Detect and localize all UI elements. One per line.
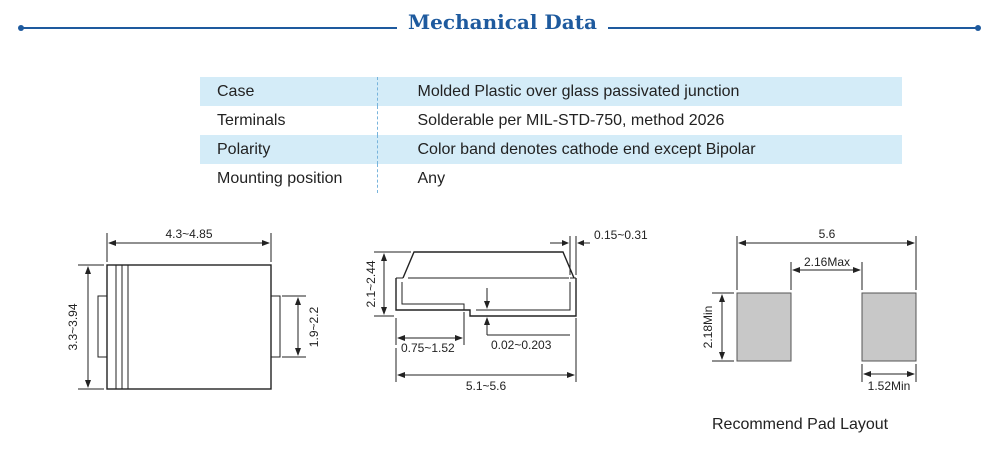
header-rule-left xyxy=(20,27,397,29)
row-value: Any xyxy=(417,169,446,187)
mechanical-data-table: Case Molded Plastic over glass passivate… xyxy=(200,77,902,193)
arrowhead xyxy=(484,301,490,309)
lead-outer xyxy=(395,278,577,317)
row-value: Molded Plastic over glass passivated jun… xyxy=(377,77,902,106)
arrowhead xyxy=(85,266,91,274)
arrowhead xyxy=(295,348,301,356)
arrowhead xyxy=(108,240,116,246)
dim-width-label: 4.3~4.85 xyxy=(165,227,212,241)
arrowhead xyxy=(562,240,569,246)
arrowhead xyxy=(85,380,91,388)
arrowhead xyxy=(484,317,490,325)
terminal-left xyxy=(97,295,108,358)
dim-lead-thickness-label: 0.15~0.31 xyxy=(594,228,648,242)
table-row: Mounting position Any xyxy=(200,164,902,193)
dim-pad-height-label: 2.18Min xyxy=(701,306,715,349)
terminal-right xyxy=(270,295,281,358)
row-label: Terminals xyxy=(200,106,378,135)
body-top-outline xyxy=(402,251,575,279)
arrowhead xyxy=(907,371,915,377)
dim-pad-width-label: 1.52Min xyxy=(868,379,911,393)
lead-inner xyxy=(401,282,465,310)
arrowhead xyxy=(567,372,575,378)
dim-lead-length-label: 0.75~1.52 xyxy=(401,341,455,355)
arrowhead xyxy=(397,335,405,341)
dim-gap-label: 2.16Max xyxy=(804,255,850,269)
header-dot-right xyxy=(975,25,981,31)
section-title: Mechanical Data xyxy=(408,10,597,34)
row-label: Case xyxy=(200,77,378,106)
top-view-drawing: 4.3~4.85 3.3~3.94 1.9~2.2 xyxy=(66,227,321,390)
header-rule-right xyxy=(608,27,980,29)
row-value: Solderable per MIL-STD-750, method 2026 xyxy=(417,111,725,129)
arrowhead xyxy=(295,297,301,305)
arrowhead xyxy=(262,240,270,246)
dim-height-label: 3.3~3.94 xyxy=(66,303,80,350)
arrowhead xyxy=(863,371,871,377)
arrowhead xyxy=(577,240,584,246)
arrowhead xyxy=(907,240,915,246)
dim-standoff-label: 0.02~0.203 xyxy=(491,338,552,352)
dim-overall-length-label: 5.1~5.6 xyxy=(466,379,507,393)
row-label: Mounting position xyxy=(200,164,378,193)
row-label: Polarity xyxy=(200,135,378,164)
header-dot-left xyxy=(18,25,24,31)
arrowhead xyxy=(853,267,861,273)
dim-body-height-label: 2.1~2.44 xyxy=(364,260,378,307)
arrowhead xyxy=(381,307,387,315)
pad-left xyxy=(736,292,792,362)
arrowhead xyxy=(738,240,746,246)
arrowhead xyxy=(719,352,725,360)
arrowhead xyxy=(397,372,405,378)
dim-overall-label: 5.6 xyxy=(819,227,836,241)
pad-layout-drawing: 5.6 2.16Max 2.18Min 1.52Min xyxy=(701,227,917,393)
table-row: Case Molded Plastic over glass passivate… xyxy=(200,77,902,106)
table-row: Terminals Solderable per MIL-STD-750, me… xyxy=(200,106,902,135)
arrowhead xyxy=(455,335,463,341)
pad-layout-caption: Recommend Pad Layout xyxy=(712,416,889,433)
lead-inner xyxy=(476,282,571,311)
table-row: Polarity Color band denotes cathode end … xyxy=(200,135,902,164)
dim-terminal-label: 1.9~2.2 xyxy=(307,306,321,347)
row-value: Color band denotes cathode end except Bi… xyxy=(377,135,902,164)
arrowhead xyxy=(719,294,725,302)
arrowhead xyxy=(381,253,387,261)
body-outline xyxy=(106,264,272,390)
pad-right xyxy=(861,292,917,362)
side-view-drawing: 0.15~0.31 2.1~2.44 0.75~1.52 0.02~0.203 … xyxy=(364,228,648,393)
arrowhead xyxy=(792,267,800,273)
